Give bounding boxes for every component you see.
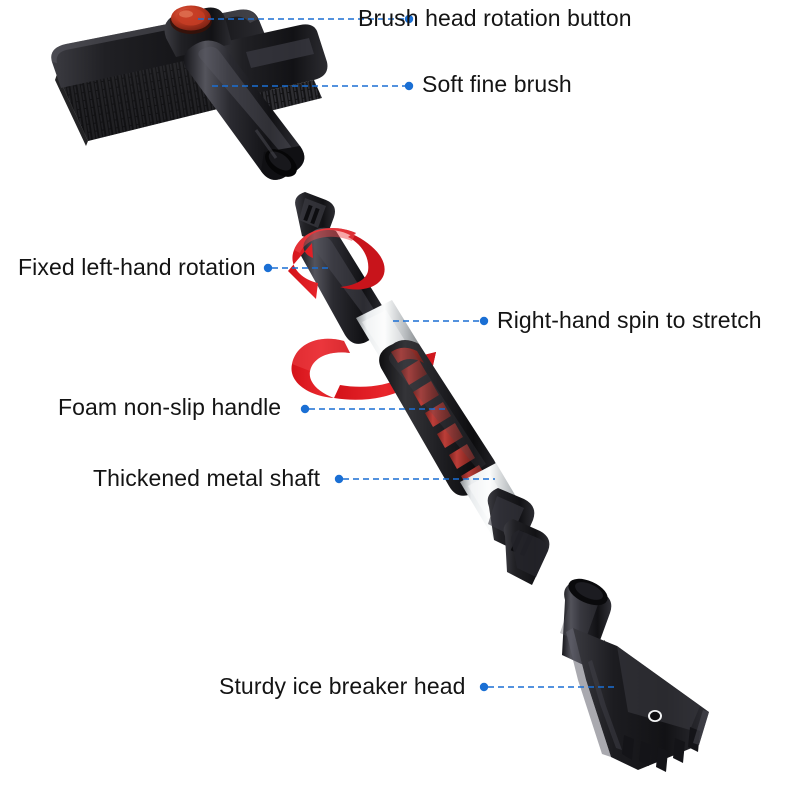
dot-thickened-metal-shaft — [334, 474, 344, 484]
dot-soft-fine-brush — [404, 81, 414, 91]
dot-right-hand-spin — [479, 316, 489, 326]
callout-label-foam-non-slip-handle: Foam non-slip handle — [58, 394, 282, 420]
leader-lines — [198, 18, 614, 688]
callout-label-right-hand-spin-to-stretch: Right-hand spin to stretch — [497, 307, 762, 333]
callout-label-fixed-left-hand-rotation: Fixed left-hand rotation — [18, 254, 256, 280]
brush-head-assembly — [51, 5, 328, 180]
rotation-arrow-upper — [288, 228, 385, 299]
brush-stem — [183, 40, 305, 180]
dot-sturdy-ice-breaker-head — [479, 682, 489, 692]
leader-dots — [263, 14, 489, 692]
lower-collar — [487, 488, 550, 585]
upper-shaft-section — [295, 192, 424, 371]
callout-label-sturdy-ice-breaker-head: Sturdy ice breaker head — [219, 673, 466, 699]
dot-foam-non-slip-handle — [300, 404, 310, 414]
callout-label-brush-head-rotation-button: Brush head rotation button — [358, 5, 632, 31]
scraper-head — [566, 628, 709, 772]
callout-label-thickened-metal-shaft: Thickened metal shaft — [93, 465, 321, 491]
rotation-button — [170, 5, 212, 34]
callout-label-soft-fine-brush: Soft fine brush — [422, 71, 572, 97]
dot-fixed-left-hand-rotation — [263, 263, 273, 273]
dot-brush-head-rotation-button — [404, 14, 414, 24]
